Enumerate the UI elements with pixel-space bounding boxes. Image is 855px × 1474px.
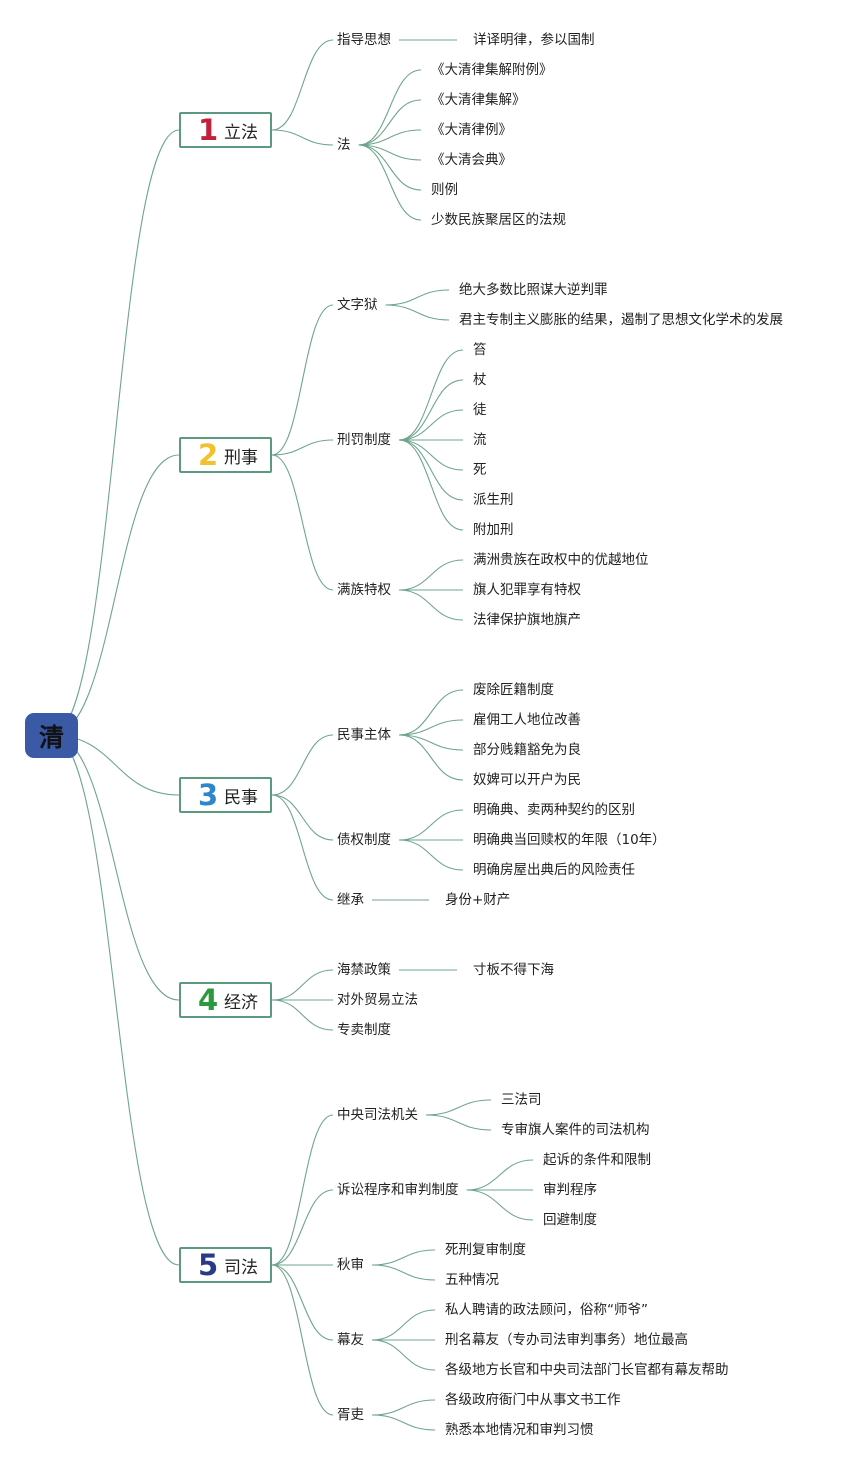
leaf-node[interactable]: 废除匠籍制度 — [473, 682, 554, 698]
topic-node[interactable]: 满族特权 — [337, 582, 391, 598]
branch-label: 立法 — [224, 122, 258, 143]
leaf-node[interactable]: 奴婢可以开户为民 — [473, 772, 581, 788]
leaf-node[interactable]: 明确典、卖两种契约的区别 — [473, 802, 635, 818]
topic-node[interactable]: 诉讼程序和审判制度 — [337, 1182, 459, 1198]
branch-number: 5 — [198, 1247, 219, 1282]
topic-node[interactable]: 继承 — [337, 892, 364, 908]
leaf-node[interactable]: 死 — [473, 462, 487, 478]
leaf-node[interactable]: 少数民族聚居区的法规 — [431, 212, 566, 228]
leaf-node[interactable]: 各级政府衙门中从事文书工作 — [445, 1392, 621, 1408]
branch-number: 1 — [198, 112, 219, 147]
leaf-node[interactable]: 寸板不得下海 — [473, 962, 554, 978]
leaf-node[interactable]: 明确房屋出典后的风险责任 — [473, 862, 635, 878]
leaf-node[interactable]: 流 — [473, 432, 487, 448]
leaf-node[interactable]: 详译明律，参以国制 — [473, 32, 595, 48]
leaf-node[interactable]: 附加刑 — [473, 522, 514, 538]
leaf-node[interactable]: 雇佣工人地位改善 — [473, 712, 581, 728]
leaf-node[interactable]: 私人聘请的政法顾问，俗称“师爷” — [445, 1302, 648, 1318]
topic-node[interactable]: 刑罚制度 — [337, 432, 391, 448]
topic-node[interactable]: 海禁政策 — [337, 962, 391, 978]
leaf-node[interactable]: 死刑复审制度 — [445, 1242, 526, 1258]
leaf-node[interactable]: 法律保护旗地旗产 — [473, 612, 581, 628]
leaf-node[interactable]: 专审旗人案件的司法机构 — [501, 1122, 650, 1138]
leaf-node[interactable]: 各级地方长官和中央司法部门长官都有幕友帮助 — [445, 1362, 729, 1378]
leaf-node[interactable]: 明确典当回赎权的年限（10年） — [473, 832, 666, 848]
topic-node[interactable]: 秋审 — [337, 1257, 364, 1273]
leaf-node[interactable]: 回避制度 — [543, 1212, 597, 1228]
leaf-node[interactable]: 绝大多数比照谋大逆判罪 — [459, 282, 608, 298]
leaf-node[interactable]: 身份+财产 — [445, 892, 511, 908]
topic-node[interactable]: 对外贸易立法 — [337, 992, 418, 1008]
leaf-node[interactable]: 审判程序 — [543, 1182, 597, 1198]
leaf-node[interactable]: 徒 — [473, 402, 487, 418]
topic-node[interactable]: 胥吏 — [337, 1407, 364, 1423]
topic-node[interactable]: 文字狱 — [337, 297, 378, 313]
topic-node[interactable]: 专卖制度 — [337, 1022, 391, 1038]
leaf-node[interactable]: 派生刑 — [473, 492, 514, 508]
topic-node[interactable]: 指导思想 — [337, 32, 391, 48]
topic-node[interactable]: 幕友 — [337, 1332, 364, 1348]
leaf-node[interactable]: 三法司 — [501, 1092, 542, 1108]
leaf-node[interactable]: 部分贱籍豁免为良 — [473, 742, 581, 758]
leaf-node[interactable]: 则例 — [431, 182, 458, 198]
leaf-node[interactable]: 君主专制主义膨胀的结果，遏制了思想文化学术的发展 — [459, 312, 783, 328]
leaf-node[interactable]: 熟悉本地情况和审判习惯 — [445, 1422, 594, 1438]
branch-label: 民事 — [224, 787, 258, 808]
branch-number: 2 — [198, 437, 219, 472]
branch-label: 司法 — [224, 1257, 258, 1278]
topic-node[interactable]: 中央司法机关 — [337, 1107, 418, 1123]
leaf-node[interactable]: 笞 — [473, 342, 487, 358]
leaf-node[interactable]: 起诉的条件和限制 — [543, 1152, 651, 1168]
leaf-node[interactable]: 《大清律例》 — [431, 122, 512, 138]
leaf-node[interactable]: 《大清会典》 — [431, 152, 512, 168]
leaf-node[interactable]: 刑名幕友（专办司法审判事务）地位最高 — [445, 1332, 688, 1348]
leaf-node[interactable]: 旗人犯罪享有特权 — [473, 582, 581, 598]
leaf-node[interactable]: 《大清律集解》 — [431, 92, 526, 108]
topic-node[interactable]: 法 — [337, 137, 351, 153]
branch-number: 4 — [198, 982, 219, 1017]
topic-node[interactable]: 债权制度 — [337, 832, 391, 848]
root-label: 清 — [38, 722, 64, 752]
leaf-node[interactable]: 《大清律集解附例》 — [431, 62, 553, 78]
branch-number: 3 — [198, 777, 219, 812]
root-node[interactable]: 清 — [25, 713, 78, 758]
leaf-node[interactable]: 杖 — [473, 372, 487, 388]
leaf-node[interactable]: 满洲贵族在政权中的优越地位 — [473, 552, 649, 568]
branch-label: 刑事 — [224, 447, 258, 468]
topic-node[interactable]: 民事主体 — [337, 727, 391, 743]
leaf-node[interactable]: 五种情况 — [445, 1272, 499, 1288]
branch-label: 经济 — [224, 992, 258, 1013]
